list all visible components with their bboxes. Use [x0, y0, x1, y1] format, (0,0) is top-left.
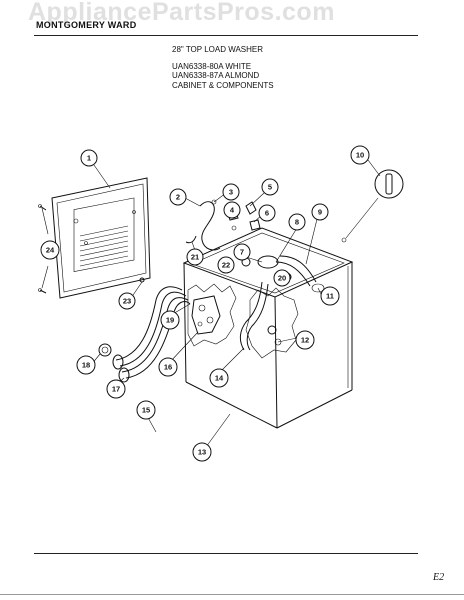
svg-text:18: 18 [82, 361, 90, 370]
cabinet-cutaways [187, 283, 299, 359]
callout-18: 18 [76, 355, 96, 375]
footer-rule [34, 553, 418, 554]
callout-22: 22 [217, 256, 235, 274]
svg-text:5: 5 [268, 183, 272, 192]
svg-text:12: 12 [301, 336, 309, 345]
callout-23: 23 [118, 292, 136, 310]
svg-text:15: 15 [142, 406, 150, 415]
svg-text:1: 1 [87, 154, 91, 163]
svg-text:8: 8 [295, 218, 299, 227]
svg-text:22: 22 [222, 261, 230, 270]
svg-text:16: 16 [164, 363, 172, 372]
svg-text:21: 21 [191, 253, 199, 262]
svg-text:4: 4 [230, 206, 235, 215]
callout-10: 10 [350, 145, 370, 165]
svg-text:23: 23 [123, 297, 131, 306]
callout-8: 8 [288, 213, 306, 231]
header-rule [34, 35, 418, 36]
svg-text:6: 6 [265, 209, 269, 218]
svg-text:9: 9 [318, 208, 322, 217]
callout-5: 5 [261, 178, 279, 196]
callout-3: 3 [222, 183, 240, 201]
panel-screws [38, 204, 47, 294]
model-white: UAN6338-80A WHITE [172, 62, 252, 71]
knob-detail [341, 169, 404, 243]
callout-16: 16 [158, 357, 178, 377]
svg-text:14: 14 [215, 374, 224, 383]
cabinet [182, 227, 354, 429]
water-valve [191, 295, 221, 335]
callout-2: 2 [169, 188, 187, 206]
svg-text:13: 13 [198, 448, 206, 457]
leader-lines [41, 159, 381, 448]
callout-15: 15 [136, 400, 156, 420]
callout-11: 11 [320, 286, 340, 306]
svg-text:24: 24 [46, 246, 55, 255]
diagram-title: 28" TOP LOAD WASHER [172, 45, 264, 54]
wire-harness [139, 199, 261, 283]
brand-name: MONTGOMERY WARD [36, 20, 137, 30]
callout-24: 24 [40, 240, 60, 260]
svg-text:17: 17 [112, 385, 120, 394]
hose-washer [98, 343, 112, 357]
callout-14: 14 [209, 368, 229, 388]
model-almond: UAN6338-87A ALMOND [172, 71, 260, 80]
callout-12: 12 [295, 330, 315, 350]
svg-text:7: 7 [240, 248, 244, 257]
page-code: E2 [433, 572, 445, 583]
callout-21: 21 [186, 248, 204, 266]
svg-text:2: 2 [176, 193, 180, 202]
section-title: CABINET & COMPONENTS [172, 81, 274, 90]
callout-4: 4 [223, 201, 241, 219]
callout-19: 19 [160, 310, 180, 330]
svg-text:3: 3 [229, 188, 233, 197]
callout-13: 13 [192, 442, 212, 462]
callout-17: 17 [106, 379, 126, 399]
drain-hose [239, 281, 282, 351]
svg-text:10: 10 [356, 151, 364, 160]
svg-text:19: 19 [166, 316, 174, 325]
page-edge-rule [0, 594, 464, 595]
svg-text:11: 11 [326, 292, 334, 301]
watermark: AppliancePartsPros.com [28, 0, 335, 26]
callout-6: 6 [258, 204, 276, 222]
rear-panel [51, 177, 151, 299]
svg-text:20: 20 [278, 274, 286, 283]
callout-1: 1 [80, 149, 98, 167]
callout-20: 20 [273, 269, 291, 287]
callout-7: 7 [233, 243, 251, 261]
callout-9: 9 [311, 203, 329, 221]
